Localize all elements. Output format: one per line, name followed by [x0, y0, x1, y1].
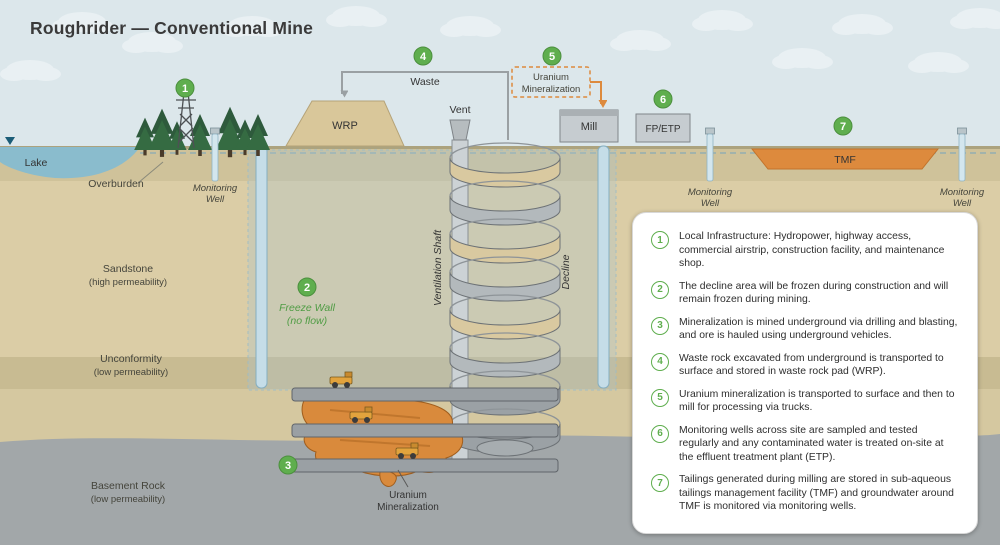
legend-item-7: 7 Tailings generated during milling are … — [651, 473, 959, 514]
legend-number-3: 3 — [651, 316, 669, 335]
monitoring-well-label-1b: Well — [206, 194, 225, 205]
legend-number-2: 2 — [651, 280, 669, 299]
transmission-tower-icon — [176, 86, 196, 149]
mill-label: Mill — [581, 121, 598, 133]
legend-number-5: 5 — [651, 388, 669, 407]
legend-number-7: 7 — [651, 474, 669, 493]
water-level-icon — [5, 137, 15, 145]
fpetp-label: FP/ETP — [645, 124, 680, 135]
monitoring-well-icon — [210, 127, 220, 182]
mine-tunnels — [291, 387, 559, 473]
freeze-pipe-right — [597, 145, 610, 389]
freeze-wall-sublabel: (no flow) — [287, 315, 327, 327]
sandstone-sublabel: (high permeability) — [89, 277, 167, 288]
legend-number-4: 4 — [651, 352, 669, 371]
sandstone-label: Sandstone — [103, 263, 153, 275]
tunnel-level-3 — [291, 458, 559, 473]
markers-group: 1 2 3 4 5 6 7 — [175, 46, 853, 475]
overburden-leader-line — [137, 161, 164, 184]
fpetp-building — [635, 113, 691, 143]
legend-text-6: Monitoring wells across site are sampled… — [679, 424, 944, 463]
unconformity-label: Unconformity — [100, 353, 163, 365]
legend-item-4: 4 Waste rock excavated from underground … — [651, 352, 959, 379]
marker-2 — [297, 277, 317, 297]
marker-5 — [542, 46, 562, 66]
mill-roof — [560, 110, 618, 116]
marker-5-number: 5 — [549, 51, 555, 63]
legend-number-6: 6 — [651, 424, 669, 443]
marker-1 — [175, 78, 195, 98]
ore-label-1: Uranium — [389, 490, 427, 501]
basement-sublabel: (low permeability) — [91, 494, 165, 505]
wrp-label: WRP — [332, 120, 358, 132]
legend-item-3: 3 Mineralization is mined underground vi… — [651, 316, 959, 343]
legend-number-1: 1 — [651, 231, 669, 249]
lake-label: Lake — [25, 157, 48, 169]
marker-6 — [653, 89, 673, 109]
waste-label: Waste — [410, 76, 440, 88]
ore-leader-line — [397, 469, 409, 488]
monitoring-well-label-3a: Monitoring — [940, 187, 985, 198]
legend-text-3: Mineralization is mined underground via … — [679, 316, 958, 342]
legend-panel: 1 Local Infrastructure: Hydropower, high… — [632, 212, 978, 534]
marker-3 — [278, 455, 298, 475]
tmf-basin — [750, 148, 940, 170]
surface-line — [0, 146, 1000, 149]
monitoring-well-label-1a: Monitoring — [193, 183, 238, 194]
lake-water — [0, 147, 140, 179]
uranium-flow-path — [590, 81, 601, 104]
marker-4 — [413, 46, 433, 66]
overburden-label: Overburden — [88, 178, 144, 190]
waste-rock-pad — [285, 100, 405, 147]
legend-text-7: Tailings generated during milling are st… — [679, 474, 954, 513]
legend-text-4: Waste rock excavated from underground is… — [679, 352, 944, 378]
vent-label: Vent — [449, 104, 470, 116]
vent-stack — [449, 119, 471, 141]
tunnel-level-2 — [291, 423, 559, 438]
monitoring-well-icon — [705, 127, 715, 182]
decline-label: Decline — [560, 254, 572, 289]
basement-label: Basement Rock — [91, 480, 166, 492]
page-title: Roughrider — Conventional Mine — [30, 18, 314, 38]
ore-label-2: Mineralization — [377, 502, 439, 513]
tunnel-level-1 — [291, 387, 559, 402]
marker-1-number: 1 — [182, 83, 188, 95]
marker-3-number: 3 — [285, 460, 291, 472]
ventilation-shaft-label: Ventilation Shaft — [432, 229, 444, 306]
legend-text-2: The decline area will be frozen during c… — [679, 280, 949, 306]
uranium-box-label-2: Mineralization — [522, 84, 581, 95]
legend-text-1: Local Infrastructure: Hydropower, highwa… — [679, 231, 945, 270]
decline-spiral — [449, 142, 561, 457]
unconformity-sublabel: (low permeability) — [94, 367, 168, 378]
legend-item-5: 5 Uranium mineralization is transported … — [651, 388, 959, 415]
marker-2-number: 2 — [304, 282, 310, 294]
monitoring-well-label-2b: Well — [701, 198, 720, 209]
uranium-box-label-1: Uranium — [533, 72, 569, 83]
marker-4-number: 4 — [420, 51, 427, 63]
legend-item-1: 1 Local Infrastructure: Hydropower, high… — [651, 230, 959, 271]
monitoring-well-label-3b: Well — [953, 198, 972, 209]
legend-item-6: 6 Monitoring wells across site are sampl… — [651, 424, 959, 465]
freeze-pipe-left — [255, 145, 268, 389]
marker-7-number: 7 — [840, 121, 846, 133]
marker-7 — [833, 116, 853, 136]
monitoring-well-icon — [957, 127, 967, 182]
decline-spiral-end — [476, 439, 534, 457]
uranium-flow-box — [511, 66, 591, 98]
freeze-wall-label: Freeze Wall — [279, 302, 335, 314]
legend-item-2: 2 The decline area will be frozen during… — [651, 280, 959, 307]
waste-flow-path — [342, 71, 509, 140]
monitoring-well-label-2a: Monitoring — [688, 187, 733, 198]
legend-text-5: Uranium mineralization is transported to… — [679, 388, 955, 414]
marker-6-number: 6 — [660, 94, 666, 106]
tmf-label: TMF — [834, 154, 856, 166]
